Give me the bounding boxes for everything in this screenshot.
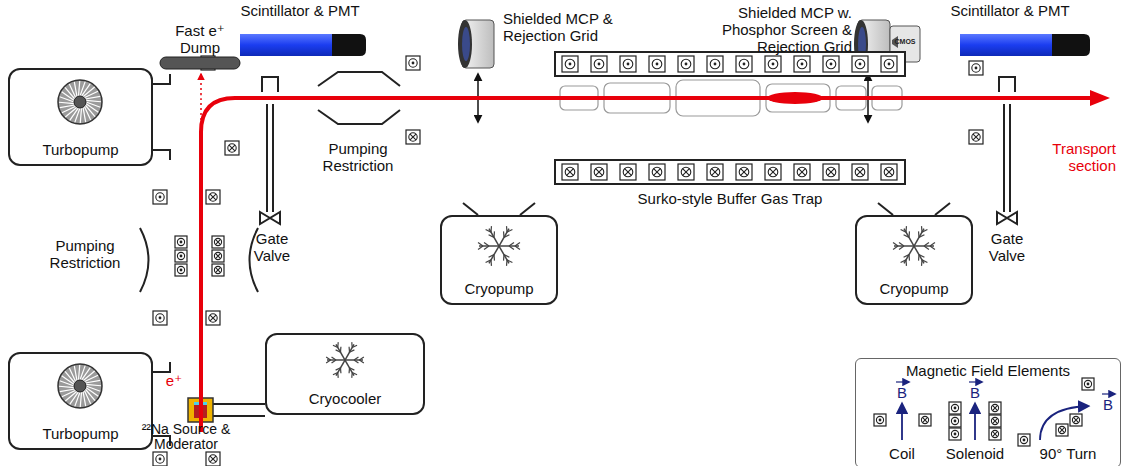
positron-plasma bbox=[767, 92, 823, 104]
particle-label: e⁺ bbox=[159, 372, 189, 389]
source-label: ²²Na Source & Moderator bbox=[134, 422, 238, 452]
legend-title: Magnetic Field Elements bbox=[906, 362, 1070, 379]
transport-label: Transport section bbox=[1032, 140, 1116, 174]
pump-icons bbox=[58, 80, 935, 408]
detector-label: Scintillator & PMT bbox=[910, 2, 1110, 19]
cold-finger bbox=[213, 404, 265, 416]
dump-label: Fast e⁺ Dump bbox=[169, 22, 231, 56]
pump-box: Cryopump bbox=[440, 215, 558, 305]
cryocooler-box: Cryocooler bbox=[265, 333, 425, 415]
field-label: B bbox=[892, 384, 912, 401]
part-label: Pumping Restriction bbox=[308, 140, 408, 174]
pump-neck bbox=[153, 74, 950, 446]
detector-label: Shielded MCP & Rejection Grid bbox=[503, 10, 631, 44]
legend-samples bbox=[896, 382, 1115, 440]
sensor-label: CMOS bbox=[890, 38, 920, 46]
pump-box: Cryopump bbox=[855, 215, 973, 305]
legend-coils bbox=[874, 378, 1094, 446]
detector-label: Scintillator & PMT bbox=[200, 2, 400, 19]
magnet-coils bbox=[153, 56, 983, 466]
pump-box: Turbopump bbox=[8, 352, 153, 450]
node-label: Turbopump bbox=[42, 141, 118, 158]
detector-label: Shielded MCP w. Phosphor Screen & Reject… bbox=[704, 4, 852, 55]
field-label: B bbox=[965, 384, 985, 401]
legend-label: Solenoid bbox=[935, 445, 1015, 462]
legend-label: 90° Turn bbox=[1028, 445, 1108, 462]
part-label: Pumping Restriction bbox=[35, 237, 135, 271]
field-label: B bbox=[1098, 396, 1118, 413]
trap-solenoid bbox=[555, 52, 905, 184]
solenoid-windings bbox=[562, 56, 897, 180]
node-label: Cryopump bbox=[879, 280, 948, 297]
valve-label: Gate Valve bbox=[246, 230, 298, 264]
node-label: Cryocooler bbox=[309, 390, 382, 407]
node-label: Turbopump bbox=[42, 425, 118, 442]
pump-box: Turbopump bbox=[8, 68, 153, 166]
legend-label: Coil bbox=[862, 445, 942, 462]
trap-label: Surko-style Buffer Gas Trap bbox=[580, 190, 880, 207]
node-label: Cryopump bbox=[464, 280, 533, 297]
positron-dump bbox=[160, 57, 240, 69]
valve-label: Gate Valve bbox=[981, 230, 1033, 264]
positron-beam bbox=[201, 74, 1110, 432]
